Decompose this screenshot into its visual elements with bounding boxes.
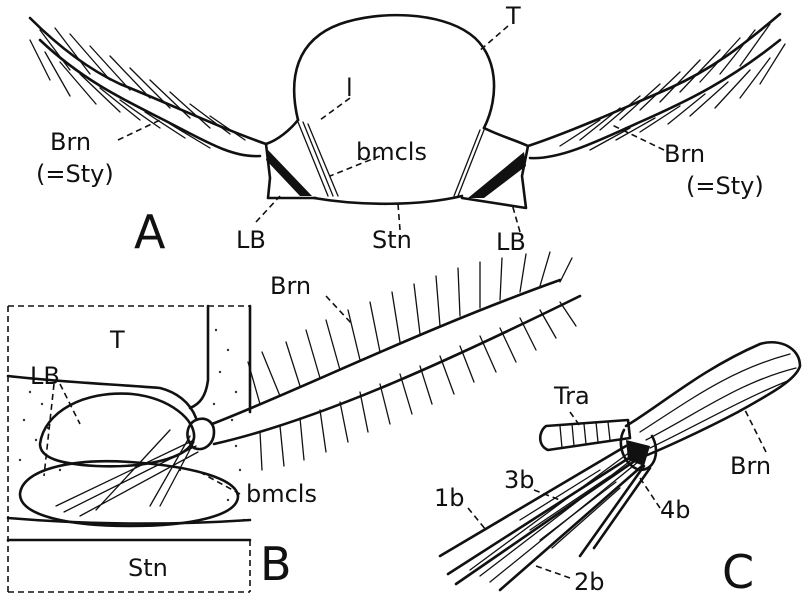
panel-a-label-brn-right: Brn [664,140,705,168]
panel-a-label-lb-right: LB [496,228,526,256]
panel-c-label-1b: 1b [434,484,465,512]
panel-c-label-4b: 4b [660,496,691,524]
panel-a-left-muscle-lines [298,122,338,196]
panel-b-label-lb: LB [30,362,60,390]
panel-a-label-t: T [505,2,521,30]
panel-b-frame [8,306,250,592]
panel-c: Tra Brn 3b 1b 4b 2b C [434,342,800,597]
panel-a-label-bmcls: bmcls [356,138,427,166]
panel-b: T LB Brn bmcls Stn B [8,252,580,592]
panel-c-label-brn: Brn [730,452,771,480]
panel-c-label-2b: 2b [574,568,605,596]
panel-c-branchia-tube [626,342,800,458]
panel-b-upper-lobe [40,394,194,467]
panel-a-left-basal-plate [266,144,316,198]
panel-b-branchia-shaft [212,280,580,444]
panel-a: T l bmcls Brn (=Sty) Brn (=Sty) LB Stn L… [30,2,785,259]
panel-b-label-bmcls: bmcls [246,480,317,508]
panel-a-letter: A [134,205,166,259]
panel-b-muscle-lines [56,430,198,516]
panel-b-branchia-base [187,419,214,449]
panel-b-label-t: T [109,326,125,354]
panel-a-label-brn-left: Brn [50,128,91,156]
panel-b-label-brn: Brn [270,272,311,300]
panel-c-label-tra: Tra [553,382,590,410]
panel-b-label-stn: Stn [128,554,168,582]
panel-a-label-stn: Stn [372,226,412,254]
panel-a-sternum-outline [314,196,462,204]
panel-a-left-muscle-dark [266,150,312,196]
panel-a-right-muscle-dark [468,152,526,198]
panel-b-letter: B [260,537,292,591]
panel-a-left-shoulder [266,120,298,144]
panel-b-leaders [44,296,352,494]
panel-b-right-wall [190,306,250,412]
panel-a-label-sty-left: (=Sty) [36,160,114,188]
panel-a-right-shoulder [484,128,528,146]
panel-a-label-l: l [346,74,353,102]
panel-a-leaders [118,26,664,232]
panel-a-right-muscle-lines [454,130,484,196]
panel-b-sternal-edge [8,518,250,540]
panel-a-label-sty-right: (=Sty) [686,172,764,200]
panel-a-label-lb-left: LB [236,226,266,254]
panel-c-letter: C [722,545,754,597]
panel-c-label-3b: 3b [504,466,535,494]
panel-a-right-branchia [528,14,780,158]
panel-a-tergum-outline [294,15,494,128]
